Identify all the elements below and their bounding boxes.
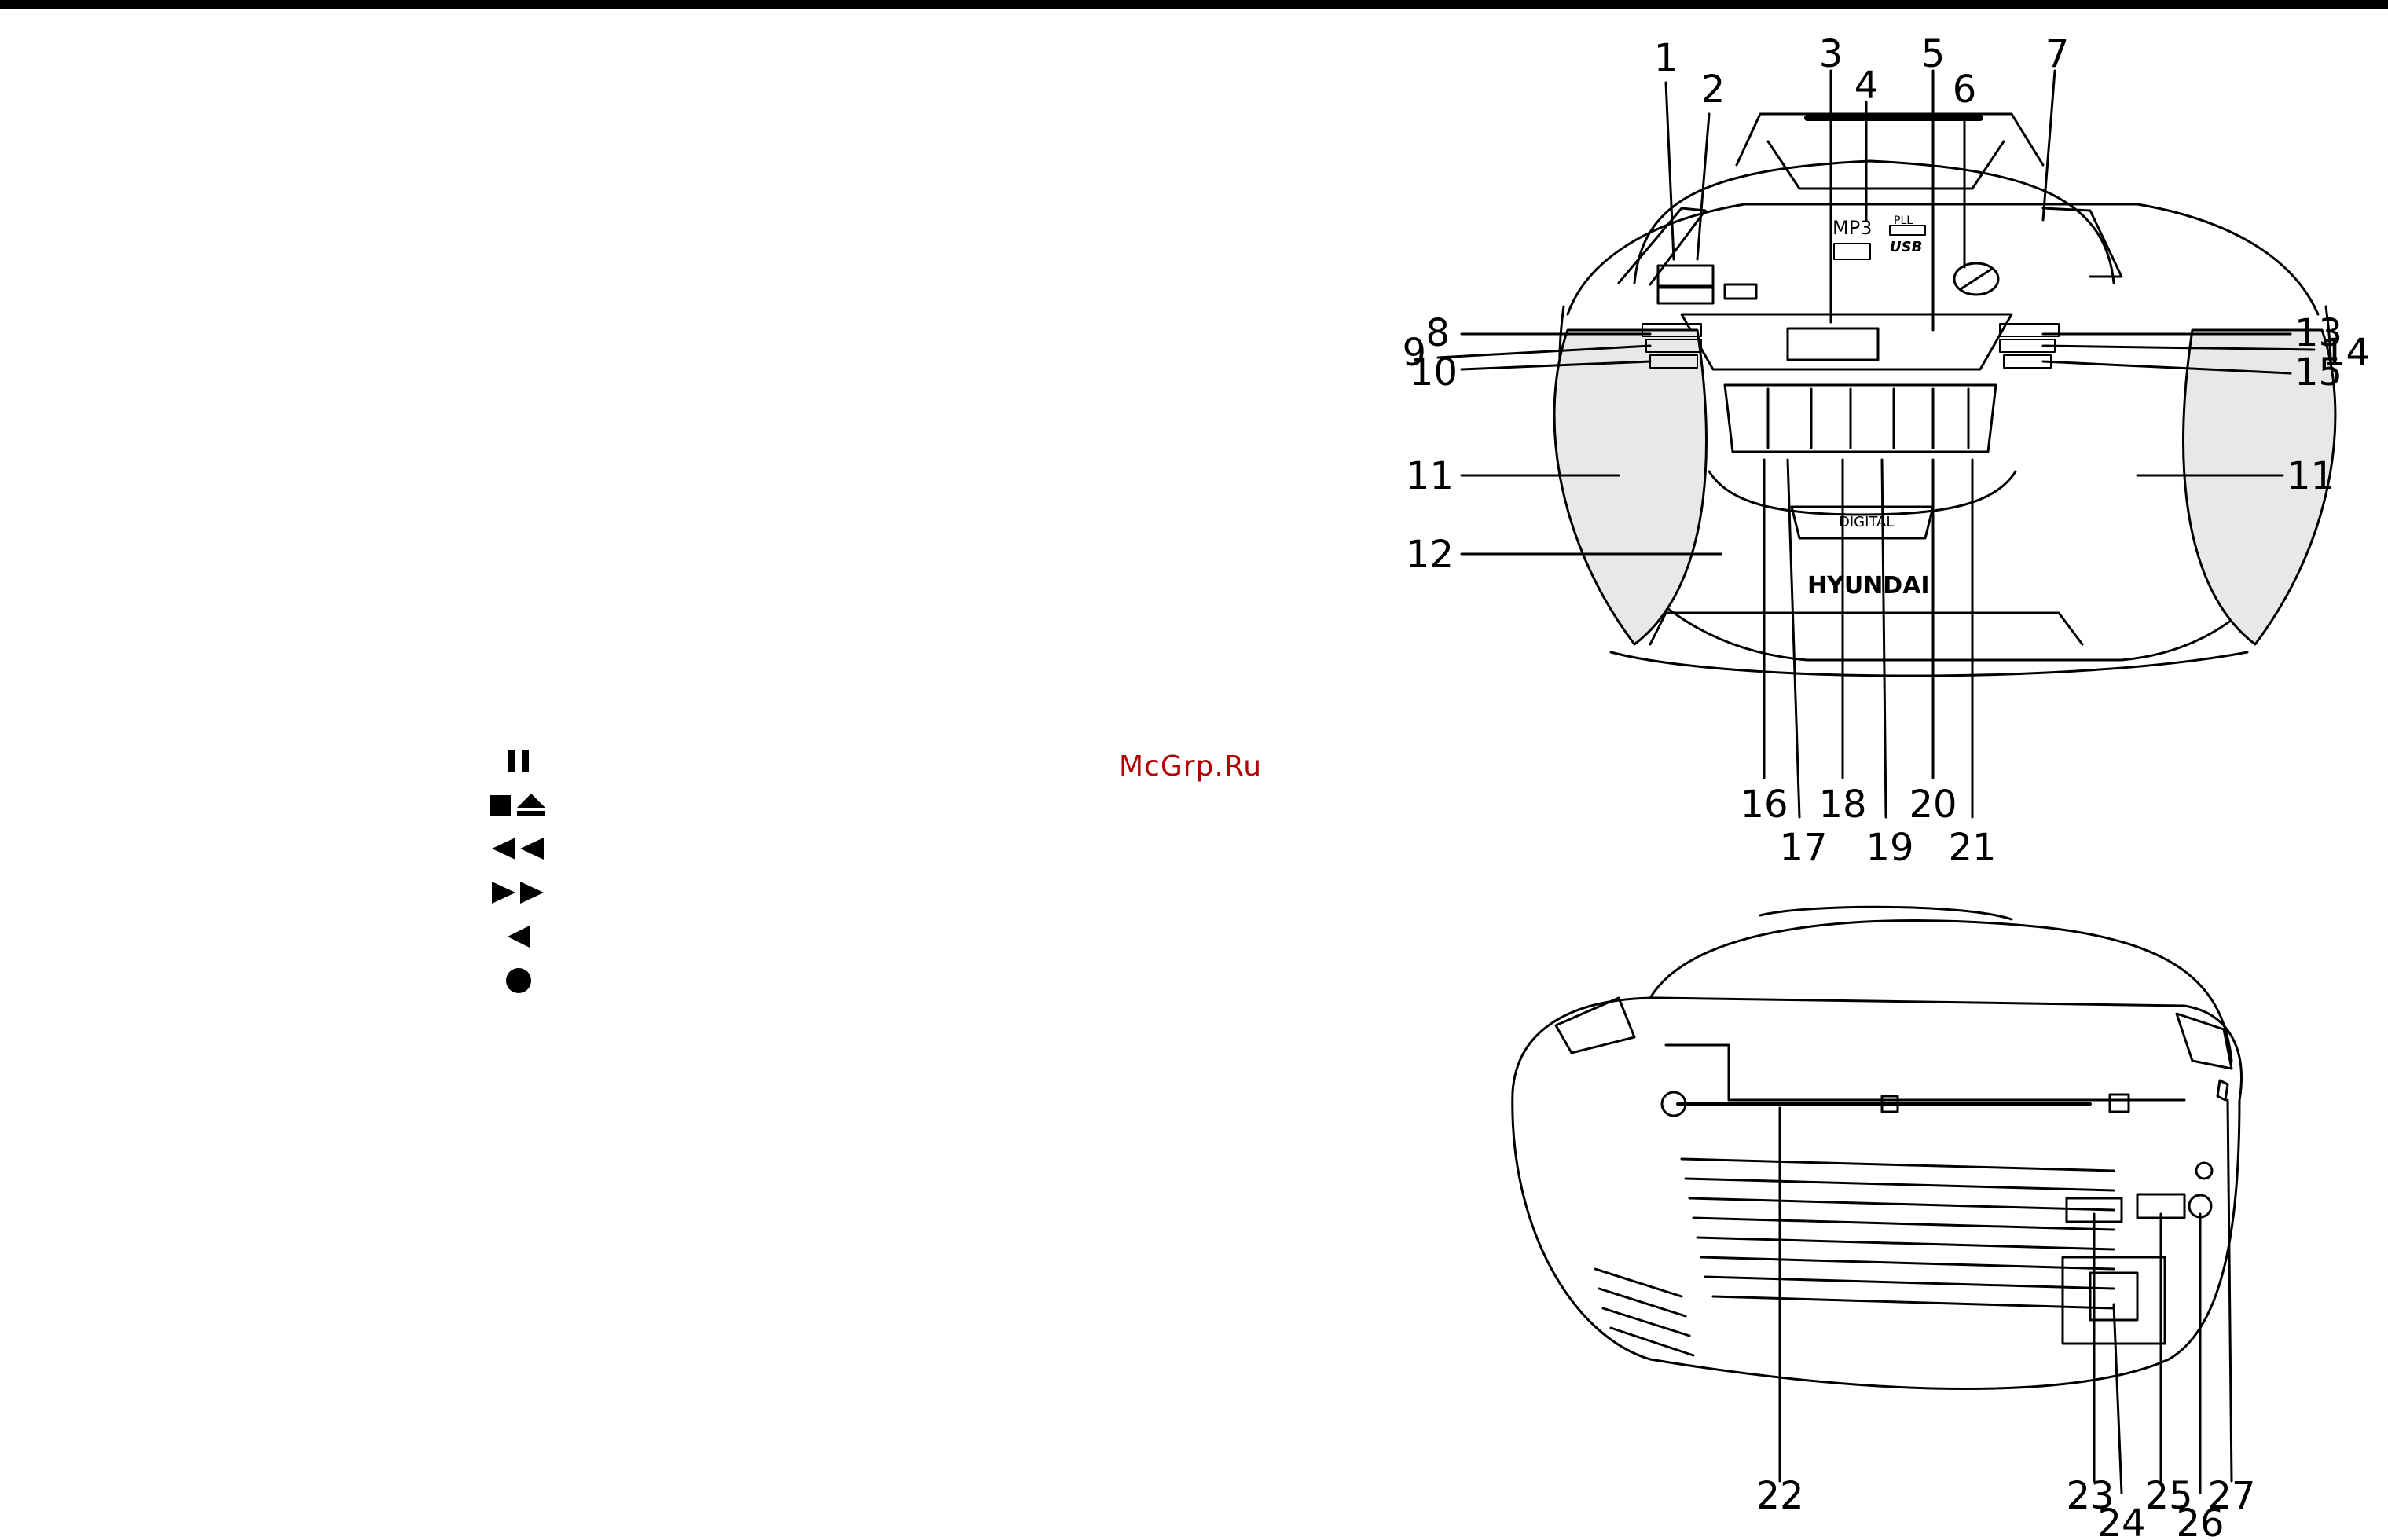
- callout-11-left: 11: [1406, 454, 1454, 498]
- callout-15: 15: [2294, 350, 2342, 394]
- pll-label: PLL: [1894, 214, 1913, 227]
- callout-18: 18: [1818, 783, 1866, 827]
- callout-8: 8: [1425, 311, 1450, 355]
- usb-label: USB: [1890, 239, 1922, 255]
- rear-view-drawing: [1513, 907, 2242, 1493]
- callout-19: 19: [1865, 826, 1913, 870]
- front-view-drawing: [1438, 71, 2335, 817]
- callout-2: 2: [1701, 68, 1726, 112]
- mp3-label: MP3: [1832, 217, 1872, 239]
- callout-10: 10: [1410, 350, 1458, 394]
- callout-4: 4: [1854, 64, 1879, 108]
- callout-6: 6: [1953, 68, 1977, 112]
- callout-27: 27: [2207, 1474, 2255, 1518]
- callout-20: 20: [1909, 783, 1957, 827]
- callout-1: 1: [1654, 36, 1678, 80]
- callout-5: 5: [1921, 32, 1946, 76]
- callout-11-right: 11: [2287, 454, 2335, 498]
- digital-label: DIGITAL: [1839, 514, 1894, 530]
- callout-22: 22: [1755, 1474, 1803, 1518]
- callout-17: 17: [1779, 826, 1827, 870]
- brand-logo: HYUNDAI: [1807, 572, 1930, 600]
- callout-12: 12: [1406, 533, 1454, 577]
- callout-7: 7: [2045, 32, 2070, 76]
- callout-24: 24: [2097, 1502, 2145, 1540]
- callout-21: 21: [1948, 826, 1996, 870]
- callout-16: 16: [1740, 783, 1788, 827]
- callout-3: 3: [1819, 32, 1843, 76]
